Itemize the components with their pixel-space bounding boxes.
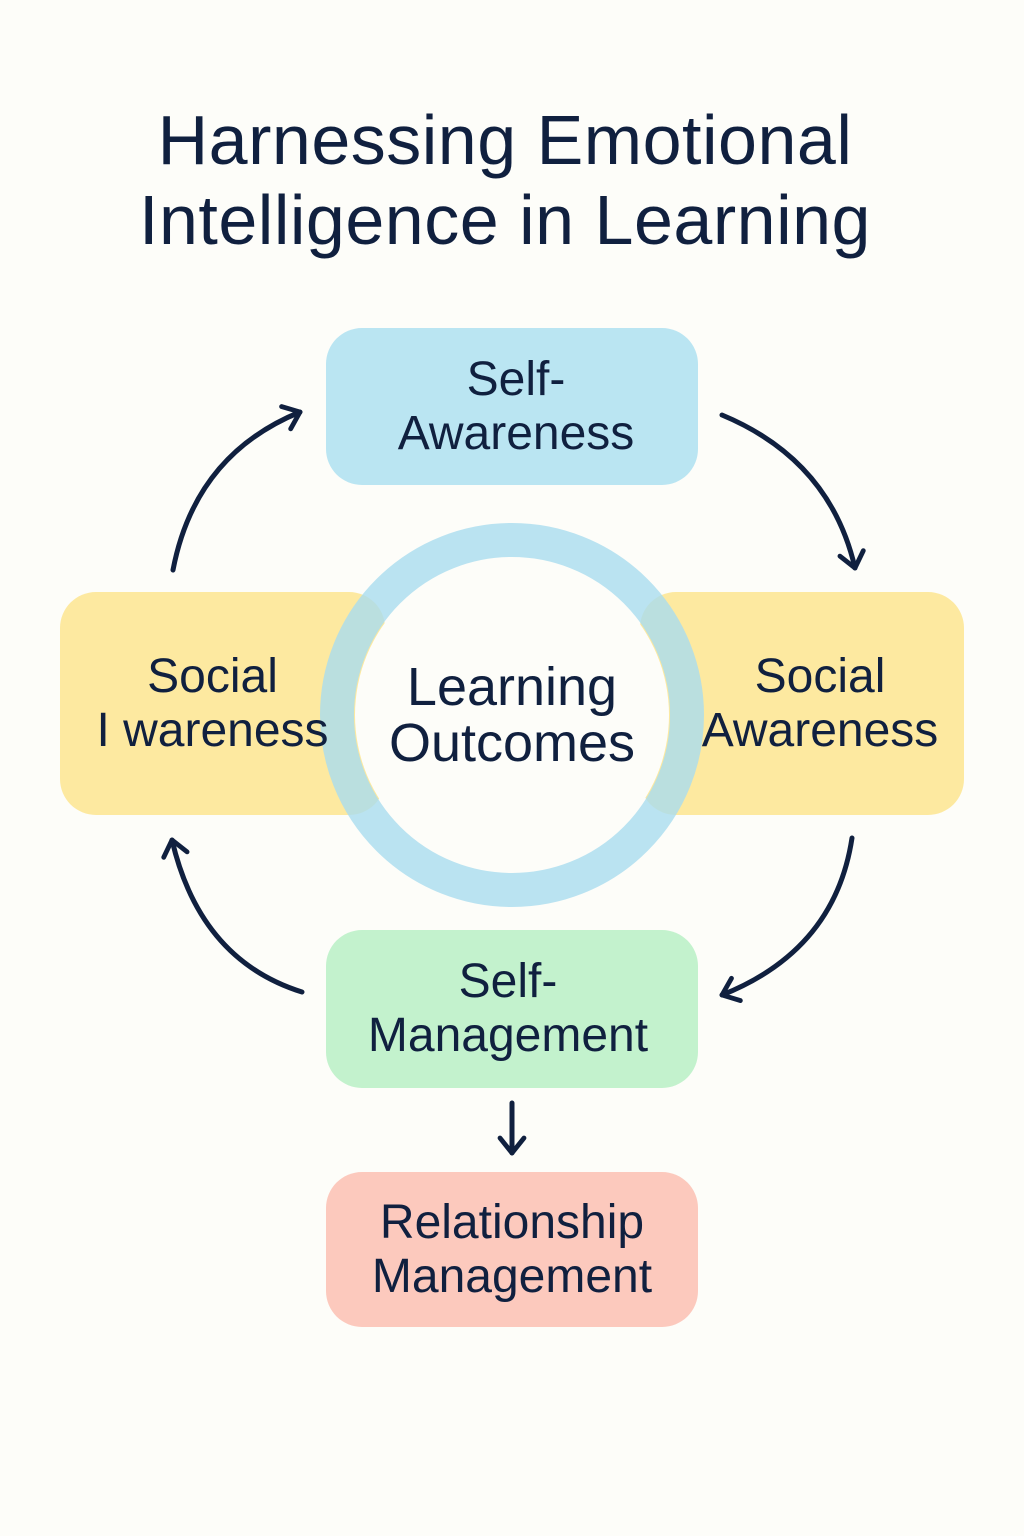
self-management-line-1: Self-	[458, 955, 558, 1008]
arrow-bottom-to-left	[161, 837, 305, 995]
self-management-label: Self-Management	[316, 930, 700, 1088]
relationship-management-box	[326, 1172, 698, 1327]
center-line-1: Learning	[406, 657, 618, 717]
center-line-2: Outcomes	[388, 713, 636, 773]
self-management-line-2: Management	[367, 1009, 649, 1062]
relationship-line-2: Management	[371, 1249, 653, 1303]
learning-outcomes-center	[355, 558, 669, 872]
page-title: Harnessing Emotional Intelligence in Lea…	[0, 100, 1010, 260]
arrow-top-to-right	[719, 412, 866, 571]
social-left-line-1: Social	[147, 649, 278, 703]
self-awareness-label: Self-Awareness	[326, 328, 706, 485]
title-line-2: Intelligence in Learning	[139, 181, 871, 259]
self-awareness-line-2: Awareness	[397, 406, 635, 460]
social-right-line-1: Social	[754, 649, 886, 703]
relationship-line-1: Relationship	[379, 1195, 645, 1249]
self-management-box	[326, 930, 698, 1088]
arrow-right-to-bottom	[719, 835, 855, 1003]
self-awareness-line-1: Self-	[466, 352, 566, 406]
social-left-line-2: I wareness	[96, 703, 329, 757]
learning-outcomes-ring	[320, 523, 704, 907]
social-right-line-2: Awareness	[701, 703, 939, 757]
title-line-1: Harnessing Emotional	[157, 101, 853, 179]
self-awareness-box	[326, 328, 698, 485]
arrow-left-to-top	[170, 404, 303, 573]
